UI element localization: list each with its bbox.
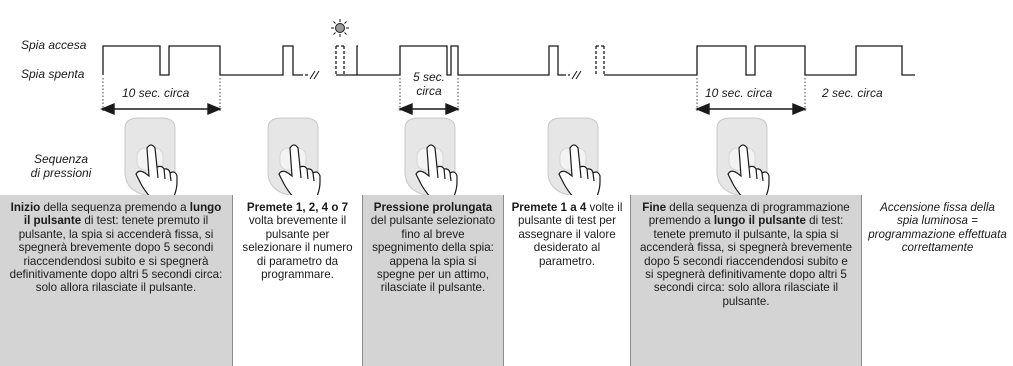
- interval-label-5s-line2: circa: [416, 84, 442, 98]
- double-arrow-icon: [100, 102, 222, 116]
- step-panel-3: Pressione prolungata del pulsante selezi…: [363, 195, 503, 366]
- step-description-row: Inizio della sequenza premendo a lungo i…: [0, 195, 1013, 366]
- step-1-text: della sequenza premendo a: [40, 201, 190, 214]
- step-1-text2: di test: tenete premuto il pulsante, la …: [9, 214, 223, 295]
- step-2-bold: Premete 1, 2, 4 o 7: [246, 201, 349, 214]
- press-sequence-step-1: [124, 117, 178, 195]
- step-3-text: del pulsante selezionato fino al breve s…: [370, 214, 496, 295]
- step-panel-2: Premete 1, 2, 4 o 7 volta brevemente il …: [232, 195, 363, 366]
- step-1-bold: Inizio: [10, 201, 41, 214]
- double-arrow-icon: [398, 102, 460, 116]
- step-2-text: volta brevemente il pulsante per selezio…: [242, 214, 353, 282]
- interval-label-10s-first: 10 sec. circa: [122, 86, 190, 100]
- led-sun-icon: [331, 19, 349, 37]
- step-5-text: della sequenza di programmazione premend…: [648, 201, 850, 228]
- press-sequence-step-3: [404, 117, 458, 195]
- time-break-mark: [309, 70, 582, 80]
- step-panel-4: Premete 1 a 4 volte il pulsante di test …: [503, 195, 631, 366]
- interval-label-5s-line1: 5 sec.: [412, 70, 445, 84]
- interval-label-5s: 5 sec. circa: [404, 70, 454, 98]
- interval-label-2s: 2 sec. circa: [822, 86, 883, 100]
- step-4-text: volte il pulsante di test per assegnare …: [518, 201, 623, 268]
- press-sequence-step-4: [547, 117, 601, 195]
- step-panel-1: Inizio della sequenza premendo a lungo i…: [0, 195, 232, 366]
- sequenza-label-line2: di pressioni: [30, 166, 92, 180]
- interval-label-10s-second: 10 sec. circa: [705, 86, 773, 100]
- double-arrow-icon: [695, 102, 807, 116]
- step-6-italic: Accensione fissa della spia luminosa = p…: [868, 201, 1007, 255]
- spia-spenta-label: Spia spenta: [21, 67, 85, 81]
- sequenza-label-line1: Sequenza: [33, 152, 89, 166]
- led-signal-waveform: [102, 45, 915, 76]
- step-5-bold2: lungo il pulsante: [713, 214, 806, 228]
- press-sequence-step-2: [267, 117, 321, 195]
- step-3-bold: Pressione prolungata: [373, 201, 493, 214]
- step-1-bold2: lungo il pulsante: [23, 201, 222, 228]
- sequenza-label: Sequenza di pressioni: [20, 152, 102, 180]
- interval-guide: [102, 78, 806, 112]
- spia-accesa-label: Spia accesa: [21, 38, 87, 52]
- step-5-bold: Fine: [642, 201, 667, 214]
- press-sequence-step-5: [716, 117, 770, 195]
- step-5-text2: di test: tenete premuto il pulsante, la …: [639, 214, 853, 308]
- step-panel-6: Accensione fissa della spia luminosa = p…: [861, 195, 1013, 366]
- timing-diagram: [100, 19, 915, 195]
- step-4-bold: Premete 1 a 4: [511, 201, 587, 214]
- step-panel-5: Fine della sequenza di programmazione pr…: [631, 195, 861, 366]
